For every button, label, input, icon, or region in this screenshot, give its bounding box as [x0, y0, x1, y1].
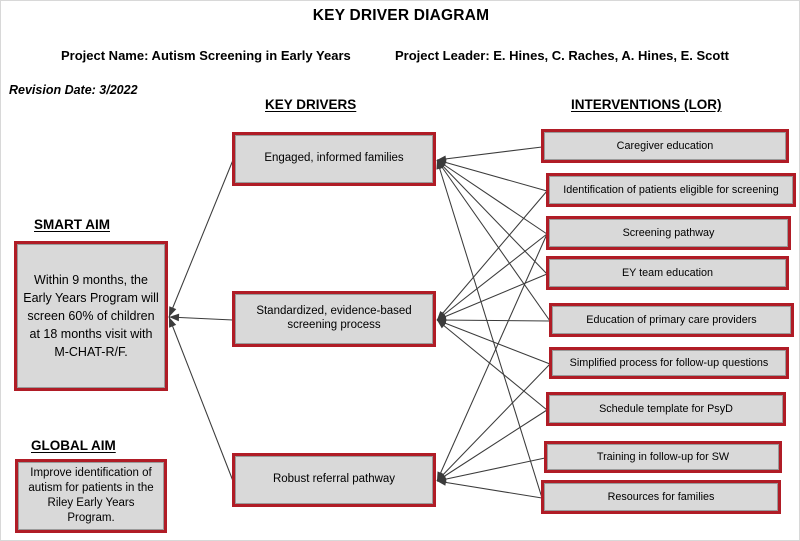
- smart-aim-box: Within 9 months, the Early Years Program…: [14, 241, 168, 391]
- key-driver-box-engaged-informed-families: Engaged, informed families: [232, 132, 436, 186]
- key-drivers-heading: KEY DRIVERS: [265, 97, 357, 112]
- intervention-box-simplified-followup-process: Simplified process for follow-up questio…: [549, 347, 789, 379]
- intervention-label: Caregiver education: [616, 139, 714, 152]
- global-aim-label: GLOBAL AIM: [31, 438, 116, 453]
- intervention-label: Identification of patients eligible for …: [563, 183, 779, 196]
- project-name-label: Project Name: Autism Screening in Early …: [61, 48, 351, 63]
- smart-aim-label: SMART AIM: [34, 217, 110, 232]
- intervention-box-resources-for-families: Resources for families: [541, 480, 781, 514]
- intervention-label: Resources for families: [607, 490, 715, 503]
- global-aim-text: Improve identification of autism for pat…: [28, 467, 154, 524]
- intervention-box-identification-eligible-patients: Identification of patients eligible for …: [546, 173, 796, 207]
- intervention-box-education-primary-care-providers: Education of primary care providers: [549, 303, 794, 337]
- key-driver-label: Robust referral pathway: [272, 473, 396, 486]
- intervention-box-ey-team-education: EY team education: [546, 256, 789, 290]
- key-driver-label: Engaged, informed families: [264, 152, 404, 165]
- key-driver-label: Standardized, evidence-based screening p…: [256, 305, 412, 331]
- intervention-box-caregiver-education: Caregiver education: [541, 129, 789, 163]
- interventions-heading: INTERVENTIONS (LOR): [571, 97, 722, 112]
- intervention-label: EY team education: [621, 266, 714, 279]
- intervention-box-screening-pathway: Screening pathway: [546, 216, 791, 250]
- project-leader-label: Project Leader: E. Hines, C. Raches, A. …: [395, 48, 730, 63]
- key-driver-box-standardized-screening-process: Standardized, evidence-based screening p…: [232, 291, 436, 347]
- revision-date-label: Revision Date: 3/2022: [9, 83, 138, 97]
- global-aim-box: Improve identification of autism for pat…: [15, 459, 167, 533]
- intervention-label: Training in follow-up for SW: [596, 450, 730, 463]
- intervention-label: Education of primary care providers: [586, 313, 757, 326]
- intervention-label: Simplified process for follow-up questio…: [569, 356, 769, 369]
- intervention-box-schedule-template-psyd: Schedule template for PsyD: [546, 392, 786, 426]
- intervention-label: Screening pathway: [622, 226, 715, 239]
- smart-aim-text: Within 9 months, the Early Years Program…: [23, 272, 159, 360]
- page-title: KEY DRIVER DIAGRAM: [312, 7, 490, 24]
- key-driver-box-robust-referral-pathway: Robust referral pathway: [232, 453, 436, 507]
- intervention-box-training-followup-sw: Training in follow-up for SW: [544, 441, 782, 473]
- intervention-label: Schedule template for PsyD: [599, 402, 733, 415]
